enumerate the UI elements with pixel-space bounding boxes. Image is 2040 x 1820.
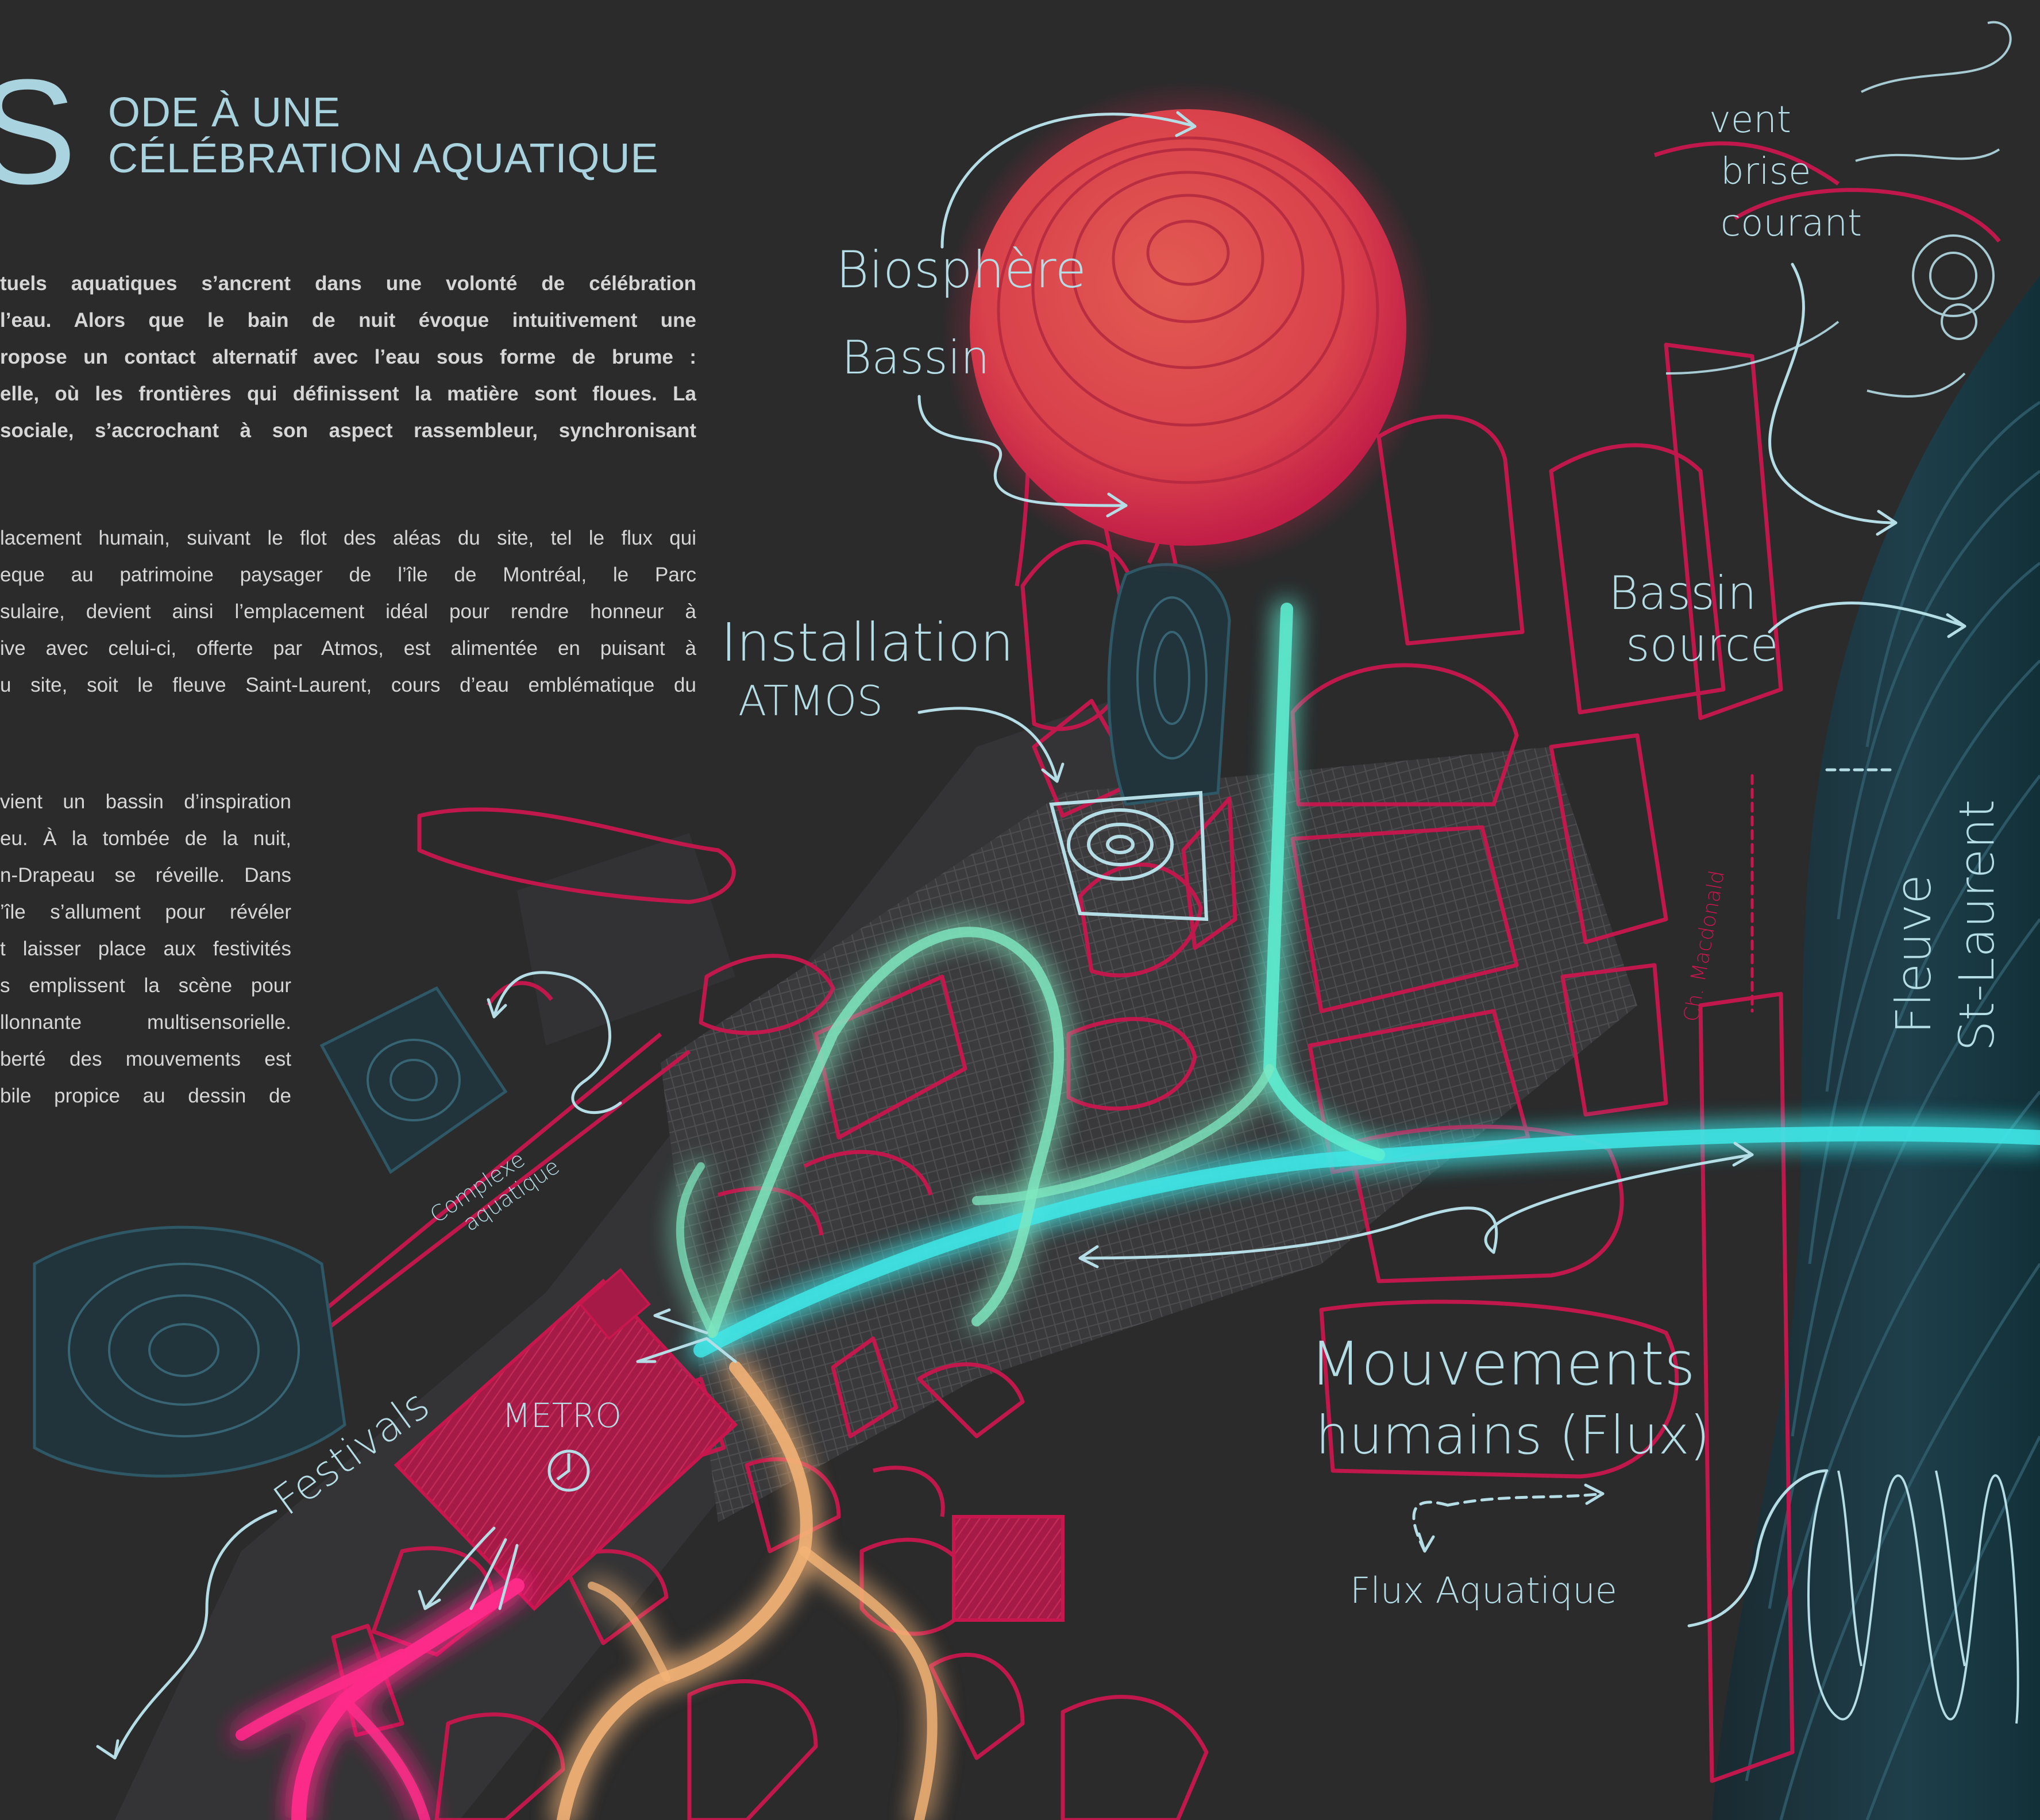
label-bassin-source-1: Bassin	[1609, 566, 1757, 620]
pool-biosphere	[1109, 565, 1229, 804]
paragraph-3-line: t laisser place aux festivités	[0, 931, 291, 967]
paragraph-3-line: eu. À la tombée de la nuit,	[0, 820, 291, 857]
paragraph-2-line: ive avec celui-ci, offerte par Atmos, es…	[0, 630, 696, 667]
paragraph-3-line: berté des mouvements est	[0, 1041, 291, 1078]
paragraph-1-line: sociale, s’accrochant à son aspect rasse…	[0, 412, 696, 449]
page-title: ODE À UNE CÉLÉBRATION AQUATIQUE	[108, 90, 659, 182]
paragraph-2-line: u site, soit le fleuve Saint-Laurent, co…	[0, 667, 696, 704]
label-courant: courant	[1721, 202, 1862, 245]
label-biosphere: Biosphère	[836, 240, 1086, 299]
paragraph-2: lacement humain, suivant le flot des alé…	[0, 520, 696, 704]
square-building	[954, 1517, 1063, 1620]
paragraph-1-line: l’eau. Alors que le bain de nuit évoque …	[0, 302, 696, 339]
label-fleuve-1: Fleuve	[1885, 874, 1942, 1034]
label-brise: brise	[1721, 151, 1811, 193]
paragraph-3-line: s emplissent la scène pour	[0, 967, 291, 1004]
title-line-2: CÉLÉBRATION AQUATIQUE	[108, 136, 659, 182]
paragraph-3-line: bile propice au dessin de	[0, 1078, 291, 1115]
label-installation-1: Installation	[721, 612, 1014, 673]
label-vent: vent	[1709, 99, 1791, 141]
label-bassin-source-2: source	[1626, 618, 1779, 672]
label-fleuve-2: St-Laurent	[1949, 799, 2005, 1051]
label-mouvements-2: humains (Flux)	[1316, 1405, 1710, 1466]
paragraph-3-line: ’île s’allument pour révéler	[0, 894, 291, 931]
paragraph-1-line: elle, où les frontières qui définissent …	[0, 376, 696, 412]
label-metro: METRO	[502, 1396, 622, 1435]
paragraph-2-line: sulaire, devient ainsi l’emplacement idé…	[0, 593, 696, 630]
section-letter: S	[0, 57, 76, 207]
paragraph-3-line: n-Drapeau se réveille. Dans	[0, 857, 291, 894]
paragraph-1-line: ropose un contact alternatif avec l’eau …	[0, 339, 696, 376]
biosphere-sphere	[970, 109, 1406, 546]
paragraph-1-line: tuels aquatiques s’ancrent dans une volo…	[0, 265, 696, 302]
label-mouvements-1: Mouvements	[1310, 1329, 1695, 1399]
paragraph-3-line: llonnante multisensorielle.	[0, 1004, 291, 1041]
label-bassin: Bassin	[842, 331, 990, 384]
title-line-1: ODE À UNE	[108, 90, 659, 136]
paragraph-1: tuels aquatiques s’ancrent dans une volo…	[0, 265, 696, 449]
paragraph-3-line: vient un bassin d’inspiration	[0, 784, 291, 820]
paragraph-3: vient un bassin d’inspiration eu. À la t…	[0, 784, 291, 1115]
label-installation-2: ATMOS	[738, 677, 883, 725]
label-flux-aquatique: Flux Aquatique	[1350, 1570, 1617, 1611]
paragraph-2-line: eque au patrimoine paysager de l’île de …	[0, 557, 696, 593]
paragraph-2-line: lacement humain, suivant le flot des alé…	[0, 520, 696, 557]
